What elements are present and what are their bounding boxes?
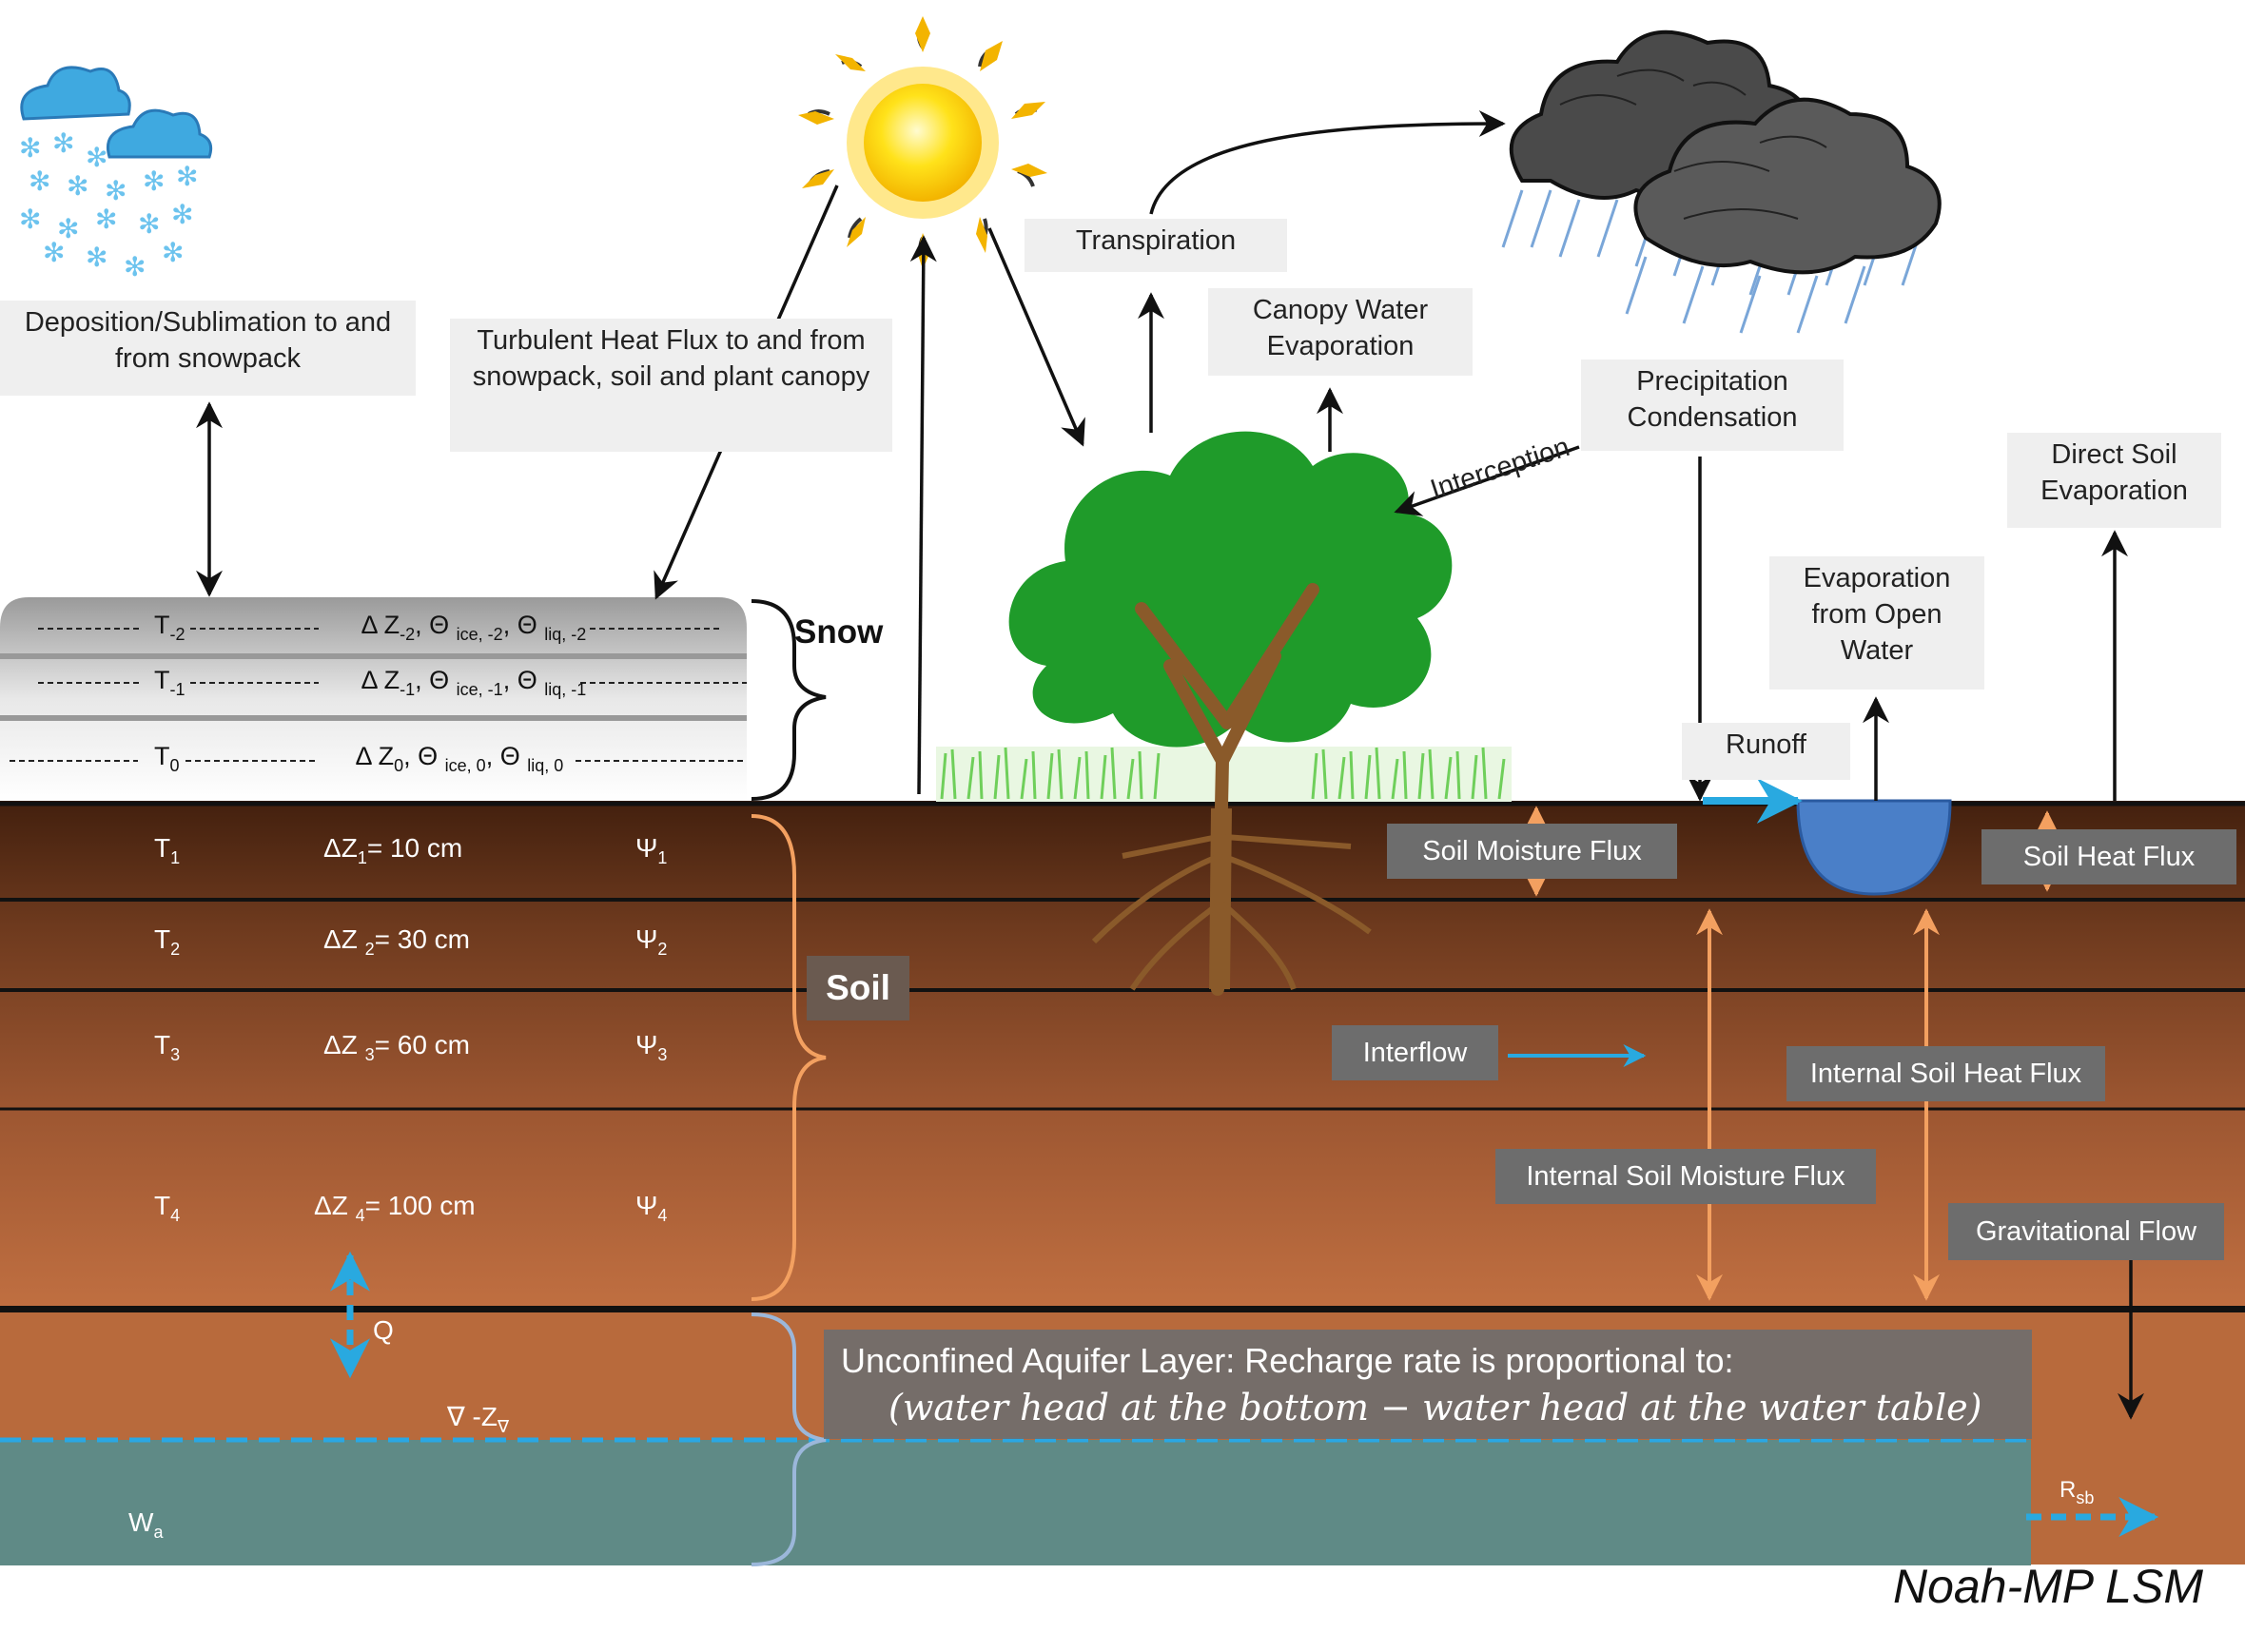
wa-label: Wa [128,1507,164,1542]
evaporation-open-water-label: Evaporation from Open Water [1769,556,1984,690]
aquifer-water [0,1437,2031,1565]
internal-soil-heat-flux-label: Internal Soil Heat Flux [1786,1046,2105,1101]
rsb-label: Rsb [2060,1477,2095,1507]
aquifer-line-1: Unconfined Aquifer Layer: Recharge rate … [841,1341,1734,1380]
snow-layer-row: T-2 Δ Z-2, Θ ice, -2, Θ liq, -2 [154,611,587,644]
snow-layer-row: T0 Δ Z0, Θ ice, 0, Θ liq, 0 [154,742,564,775]
snowpack [0,597,747,801]
internal-soil-moisture-flux-label: Internal Soil Moisture Flux [1495,1149,1876,1204]
turbulent-heat-flux-label: Turbulent Heat Flux to and from snowpack… [450,319,892,452]
interflow-label: Interflow [1332,1025,1498,1080]
blue-flux-arrows [330,778,2159,1537]
snow-layer-row: T-1 Δ Z-1, Θ ice, -1, Θ liq, -1 [154,666,587,699]
soil-brace [751,814,827,1301]
soil-layer-dz: ΔZ 4= 100 cm [314,1191,476,1225]
soil-layer-dz: ΔZ1= 10 cm [323,833,463,867]
sun-icon [798,16,1047,269]
soil-layer-t: T3 [154,1030,181,1064]
pond [1796,799,1952,896]
snow-cloud-icon: ✻✻✻ ✻✻✻ ✻✻✻ ✻✻✻ ✻✻✻ ✻✻ [19,66,213,282]
soil-layer-t: T2 [154,924,181,959]
soil-heat-flux-label: Soil Heat Flux [1981,829,2236,884]
transpiration-label: Transpiration [1025,219,1287,272]
soil-layer-psi: Ψ2 [635,924,668,959]
soil-layer-dz: ΔZ 3= 60 cm [323,1030,470,1064]
svg-text:✻: ✻ [171,199,193,230]
snow-brace [751,599,827,801]
rain-cloud-icon [1501,29,1942,334]
aquifer-brace [751,1312,827,1566]
soil-label: Soil [807,956,909,1020]
svg-text:✻: ✻ [19,132,41,164]
svg-text:✻: ✻ [29,165,50,197]
svg-text:✻: ✻ [86,242,107,273]
aquifer-line-2: (water head at the bottom − water head a… [888,1387,1982,1428]
svg-text:✻: ✻ [19,204,41,235]
runoff-label: Runoff [1682,723,1850,780]
soil-moisture-flux-label: Soil Moisture Flux [1387,824,1677,879]
aquifer-description-box: Unconfined Aquifer Layer: Recharge rate … [824,1330,2032,1439]
deposition-label: Deposition/Sublimation to and from snowp… [0,301,416,396]
svg-text:✻: ✻ [176,161,198,192]
tree [1008,431,1453,996]
svg-text:✻: ✻ [67,170,88,202]
svg-text:✻: ✻ [52,127,74,159]
svg-text:✻: ✻ [95,204,117,235]
gravitational-flow-label: Gravitational Flow [1948,1203,2224,1260]
svg-text:✻: ✻ [124,251,146,282]
svg-text:✻: ✻ [57,213,79,244]
svg-text:✻: ✻ [86,142,107,173]
soil-layer-psi: Ψ3 [635,1030,668,1064]
svg-text:✻: ✻ [162,237,184,268]
precipitation-label: Precipitation Condensation [1581,360,1844,451]
soil-layer-t: T1 [154,833,181,867]
svg-text:✻: ✻ [143,165,165,197]
water-table-label: ∇ -Z∇ [447,1402,509,1436]
snow-label: Snow [794,613,884,651]
soil-layer-psi: Ψ1 [635,833,668,867]
soil-layer-dz: ΔZ 2= 30 cm [323,924,470,959]
soil-layer-psi: Ψ4 [635,1191,668,1225]
direct-soil-evaporation-label: Direct Soil Evaporation [2007,433,2221,528]
credit-label: Noah-MP LSM [1892,1560,2203,1613]
snow-dashed-lines [10,628,747,762]
svg-text:✻: ✻ [43,237,65,268]
q-label: Q [373,1315,394,1345]
soil-layer-t: T4 [154,1191,181,1225]
canopy-evaporation-label: Canopy Water Evaporation [1208,288,1473,376]
svg-text:✻: ✻ [105,175,127,206]
svg-text:✻: ✻ [138,208,160,240]
